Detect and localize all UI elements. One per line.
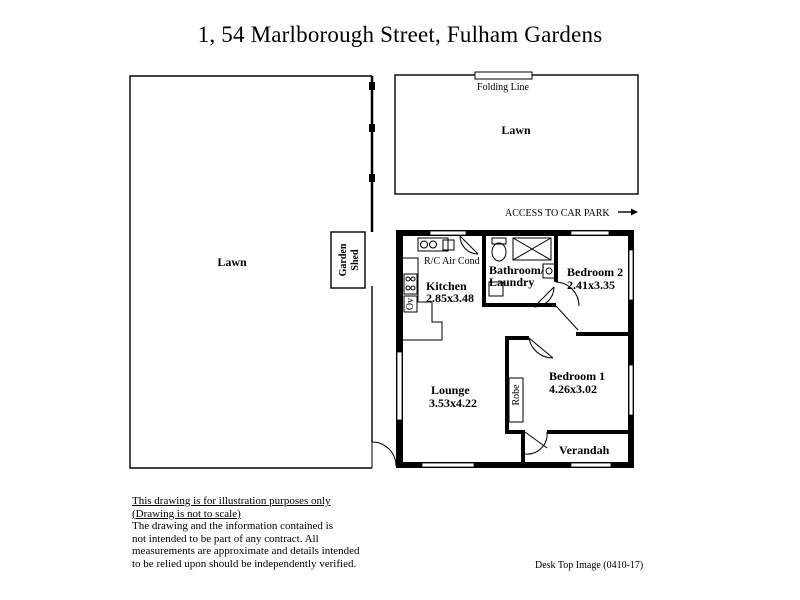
bedroom2-dimensions: 2.41x3.35 bbox=[567, 278, 615, 292]
disclaimer-body-3: measurements are approximate and details… bbox=[132, 545, 360, 558]
shed-label: Shed bbox=[350, 249, 361, 271]
bathroom-label: Bathroom/ bbox=[489, 263, 545, 277]
access-car-park-label: ACCESS TO CAR PARK bbox=[505, 208, 610, 219]
reference-code: Desk Top Image (0410-17) bbox=[535, 560, 644, 571]
interior-walls bbox=[482, 234, 631, 464]
laundry-label: Laundry bbox=[489, 275, 534, 289]
disclaimer-line-1: This drawing is for illustration purpose… bbox=[132, 495, 331, 507]
bedroom1-label: Bedroom 1 bbox=[549, 369, 605, 383]
gate bbox=[371, 441, 397, 468]
robe-label: Robe bbox=[511, 384, 522, 406]
page-title: 1, 54 Marlborough Street, Fulham Gardens bbox=[197, 22, 603, 47]
robe-closet bbox=[508, 377, 524, 423]
lounge-dimensions: 3.53x4.22 bbox=[429, 396, 477, 410]
disclaimer: This drawing is for illustration purpose… bbox=[132, 495, 432, 571]
lawn-top-label: Lawn bbox=[501, 123, 531, 137]
bedroom1-dimensions: 4.26x3.02 bbox=[549, 382, 597, 396]
top-lawn-area bbox=[394, 71, 639, 195]
kitchen-label: Kitchen bbox=[426, 279, 467, 293]
oven-label: Ov bbox=[405, 298, 416, 310]
fence-line bbox=[369, 76, 375, 442]
bathroom-fixtures bbox=[488, 237, 556, 297]
disclaimer-line-2: (Drawing is not to scale) bbox=[132, 507, 241, 520]
lawn-left-label: Lawn bbox=[217, 255, 247, 269]
garden-shed bbox=[330, 231, 366, 289]
access-arrow bbox=[618, 208, 638, 216]
kitchen-cabinets bbox=[403, 237, 455, 341]
garden-label: Garden bbox=[338, 243, 349, 276]
house-outer-walls bbox=[396, 230, 634, 468]
doors bbox=[459, 235, 580, 455]
disclaimer-body-1: The drawing and the information containe… bbox=[132, 520, 333, 533]
windows bbox=[396, 230, 634, 468]
disclaimer-body-2: not intended to be part of any contract.… bbox=[132, 532, 319, 545]
air-cond-label: R/C Air Cond bbox=[424, 256, 480, 267]
lounge-label: Lounge bbox=[431, 383, 470, 397]
folding-line-label: Folding Line bbox=[477, 82, 530, 93]
left-lawn-boundary bbox=[129, 75, 372, 469]
verandah-label: Verandah bbox=[559, 443, 610, 457]
bedroom2-label: Bedroom 2 bbox=[567, 265, 623, 279]
kitchen-dimensions: 2.85x3.48 bbox=[426, 291, 474, 305]
disclaimer-body-4: to be relied upon should be independentl… bbox=[132, 557, 357, 570]
